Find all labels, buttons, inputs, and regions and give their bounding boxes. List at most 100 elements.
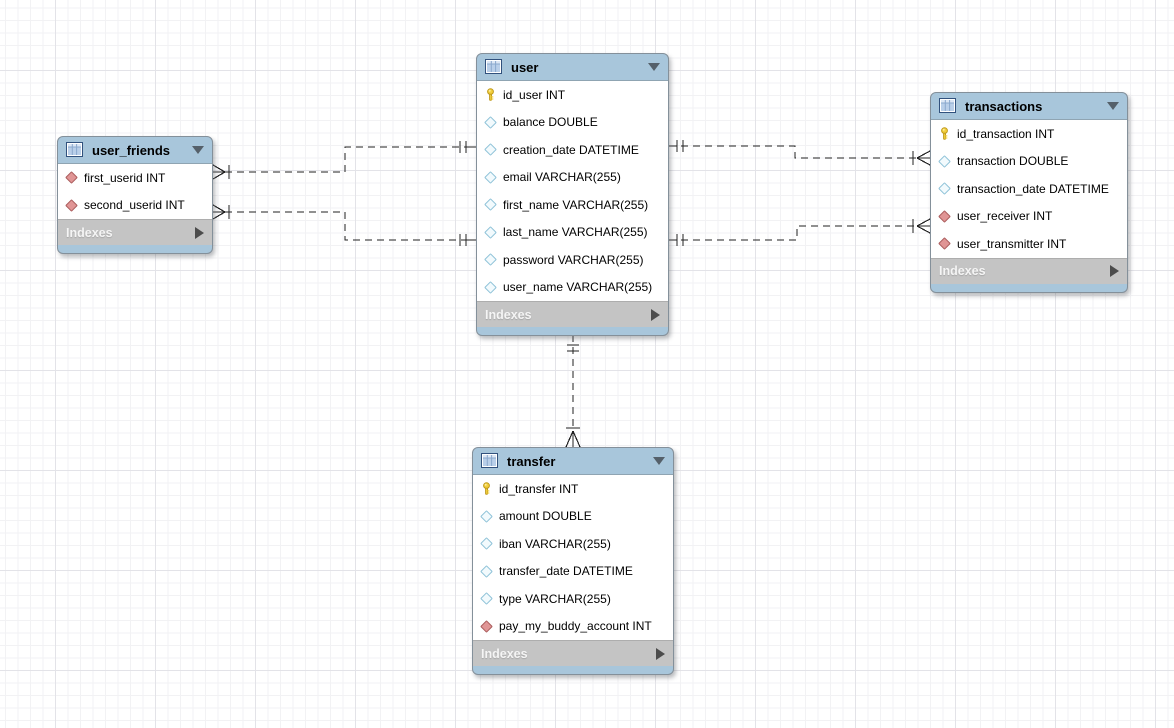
- column-row-balance[interactable]: balance DOUBLE: [477, 109, 668, 137]
- column-row-creation_date[interactable]: creation_date DATETIME: [477, 136, 668, 164]
- table-columns: first_userid INT second_userid INT: [58, 163, 212, 219]
- diamond-shape: [483, 115, 497, 129]
- expand-indexes-icon[interactable]: [1110, 265, 1119, 277]
- table-header[interactable]: transactions: [931, 93, 1127, 119]
- diamond-shape: [479, 509, 493, 523]
- foreign-key-icon: [64, 171, 78, 185]
- table-header[interactable]: transfer: [473, 448, 673, 474]
- column-label: second_userid INT: [84, 198, 185, 213]
- foreign-key-icon: [937, 209, 951, 223]
- indexes-label: Indexes: [485, 307, 532, 322]
- relationship-user-transfer[interactable]: [565, 335, 581, 448]
- diamond-shape: [937, 237, 951, 251]
- primary-key-icon: [938, 127, 950, 140]
- column-label: first_userid INT: [84, 170, 166, 185]
- column-label: first_name VARCHAR(255): [503, 197, 649, 212]
- column-icon: [937, 182, 951, 196]
- column-label: id_user INT: [503, 87, 566, 102]
- diamond-shape: [937, 182, 951, 196]
- table-header[interactable]: user: [477, 54, 668, 80]
- diamond-shape: [483, 170, 497, 184]
- column-row-iban[interactable]: iban VARCHAR(255): [473, 530, 673, 558]
- indexes-bar[interactable]: Indexes: [931, 257, 1127, 284]
- foreign-key-icon: [479, 619, 493, 633]
- collapse-chevron-icon[interactable]: [1107, 102, 1119, 110]
- column-label: balance DOUBLE: [503, 115, 598, 130]
- diamond-shape: [479, 537, 493, 551]
- column-label: type VARCHAR(255): [499, 591, 611, 606]
- relationship-user_friends-user-1[interactable]: [212, 141, 476, 180]
- collapse-chevron-icon[interactable]: [192, 146, 204, 154]
- collapse-chevron-icon[interactable]: [653, 457, 665, 465]
- diamond-shape: [483, 253, 497, 267]
- column-icon: [479, 564, 493, 578]
- table-node-transfer[interactable]: transfer id_transfer INT amount DOUBLE iba…: [472, 447, 674, 675]
- column-row-transaction[interactable]: transaction DOUBLE: [931, 148, 1127, 176]
- relationship-user_friends-user-2[interactable]: [212, 204, 476, 246]
- column-row-user_receiver[interactable]: user_receiver INT: [931, 203, 1127, 231]
- column-row-last_name[interactable]: last_name VARCHAR(255): [477, 219, 668, 247]
- column-row-transaction_date[interactable]: transaction_date DATETIME: [931, 175, 1127, 203]
- indexes-label: Indexes: [939, 264, 986, 278]
- diamond-shape: [479, 592, 493, 606]
- column-label: amount DOUBLE: [499, 509, 592, 524]
- column-icon: [483, 143, 497, 157]
- column-label: iban VARCHAR(255): [499, 536, 611, 551]
- indexes-bar[interactable]: Indexes: [477, 301, 668, 327]
- column-label: transfer_date DATETIME: [499, 564, 633, 579]
- expand-indexes-icon[interactable]: [656, 647, 665, 660]
- expand-indexes-icon[interactable]: [195, 226, 204, 239]
- diamond-shape: [64, 171, 78, 185]
- column-icon: [479, 509, 493, 523]
- table-icon: [66, 142, 85, 158]
- column-label: creation_date DATETIME: [503, 142, 639, 157]
- table-node-user[interactable]: user id_user INT balance DOUBLE creation_d…: [476, 53, 669, 336]
- foreign-key-icon: [937, 237, 951, 251]
- column-icon: [479, 537, 493, 551]
- diamond-shape: [479, 564, 493, 578]
- table-icon: [485, 59, 504, 75]
- indexes-bar[interactable]: Indexes: [58, 219, 212, 245]
- column-row-transfer_date[interactable]: transfer_date DATETIME: [473, 558, 673, 586]
- column-label: id_transfer INT: [499, 481, 579, 496]
- indexes-label: Indexes: [481, 646, 528, 661]
- column-icon: [937, 154, 951, 168]
- table-columns: id_transaction INT transaction DOUBLE tran…: [931, 119, 1127, 258]
- diamond-shape: [64, 198, 78, 212]
- column-row-second_userid[interactable]: second_userid INT: [58, 192, 212, 220]
- column-label: transaction DOUBLE: [957, 154, 1069, 169]
- relationship-user-transactions-1[interactable]: [669, 140, 931, 166]
- relationship-user-transactions-2[interactable]: [669, 218, 931, 246]
- column-row-user_name[interactable]: user_name VARCHAR(255): [477, 274, 668, 302]
- column-row-email[interactable]: email VARCHAR(255): [477, 164, 668, 192]
- column-icon: [483, 170, 497, 184]
- diamond-shape: [479, 619, 493, 633]
- table-node-transactions[interactable]: transactions id_transaction INT transacti…: [930, 92, 1128, 293]
- column-row-pay_my_buddy_account[interactable]: pay_my_buddy_account INT: [473, 613, 673, 641]
- table-header[interactable]: user_friends: [58, 137, 212, 163]
- column-row-user_transmitter[interactable]: user_transmitter INT: [931, 230, 1127, 258]
- table-title: user: [511, 59, 539, 75]
- column-row-first_name[interactable]: first_name VARCHAR(255): [477, 191, 668, 219]
- column-icon: [483, 280, 497, 294]
- column-row-id_transaction[interactable]: id_transaction INT: [931, 120, 1127, 148]
- column-row-id_user[interactable]: id_user INT: [477, 81, 668, 109]
- indexes-bar[interactable]: Indexes: [473, 640, 673, 666]
- diamond-shape: [483, 280, 497, 294]
- diamond-shape: [483, 225, 497, 239]
- expand-indexes-icon[interactable]: [651, 308, 660, 321]
- table-title: transactions: [965, 98, 1043, 114]
- table-node-user_friends[interactable]: user_friends first_userid INT second_user…: [57, 136, 213, 254]
- table-columns: id_transfer INT amount DOUBLE iban VARCHAR…: [473, 474, 673, 640]
- column-row-first_userid[interactable]: first_userid INT: [58, 164, 212, 192]
- column-row-password[interactable]: password VARCHAR(255): [477, 246, 668, 274]
- indexes-label: Indexes: [66, 225, 113, 240]
- table-columns: id_user INT balance DOUBLE creation_date D…: [477, 80, 668, 301]
- column-row-amount[interactable]: amount DOUBLE: [473, 503, 673, 531]
- collapse-chevron-icon[interactable]: [648, 63, 660, 71]
- column-row-type[interactable]: type VARCHAR(255): [473, 585, 673, 613]
- column-row-id_transfer[interactable]: id_transfer INT: [473, 475, 673, 503]
- column-label: pay_my_buddy_account INT: [499, 619, 652, 634]
